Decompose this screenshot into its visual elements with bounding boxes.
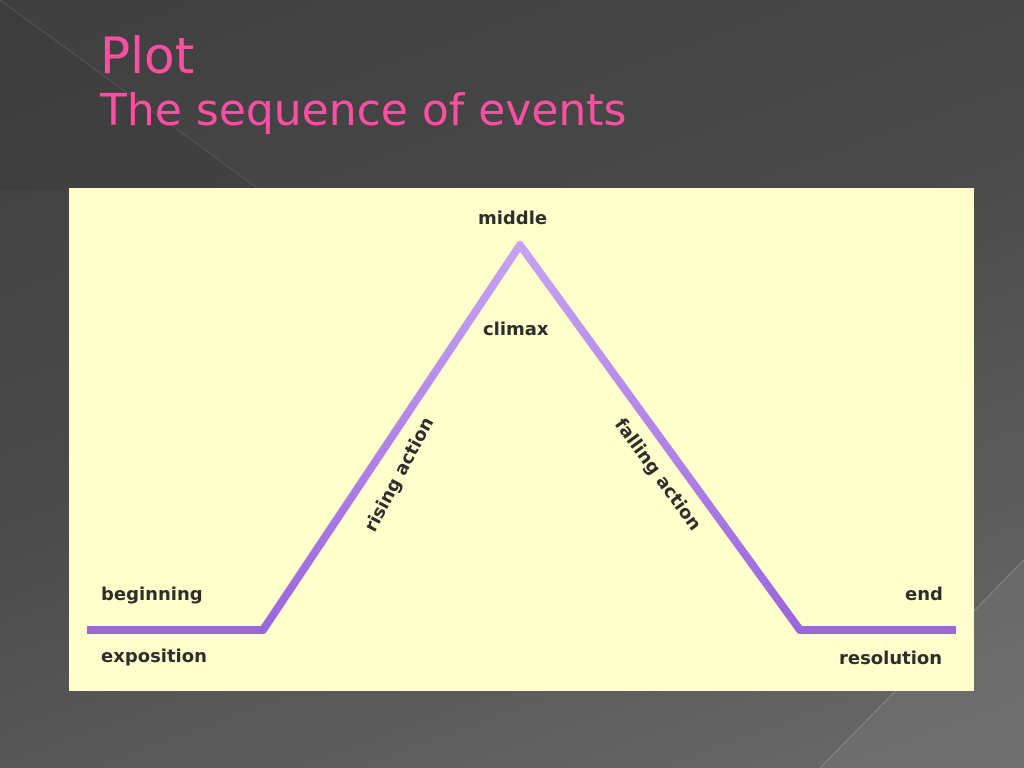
label-middle: middle [478, 208, 548, 229]
title-plot: Plot [100, 27, 195, 85]
slide-title: Plot The sequence of events [100, 27, 627, 136]
rising-action-line [259, 241, 524, 634]
label-climax: climax [483, 319, 549, 340]
plot-diagram-svg [87, 241, 956, 634]
label-end: end [905, 584, 943, 605]
label-beginning: beginning [101, 584, 203, 605]
plot-diagram: middle climax rising action falling acti… [69, 188, 974, 691]
label-exposition: exposition [101, 646, 207, 667]
falling-action-line [516, 241, 804, 634]
title-subtitle: The sequence of events [100, 84, 627, 136]
label-resolution: resolution [839, 648, 943, 669]
